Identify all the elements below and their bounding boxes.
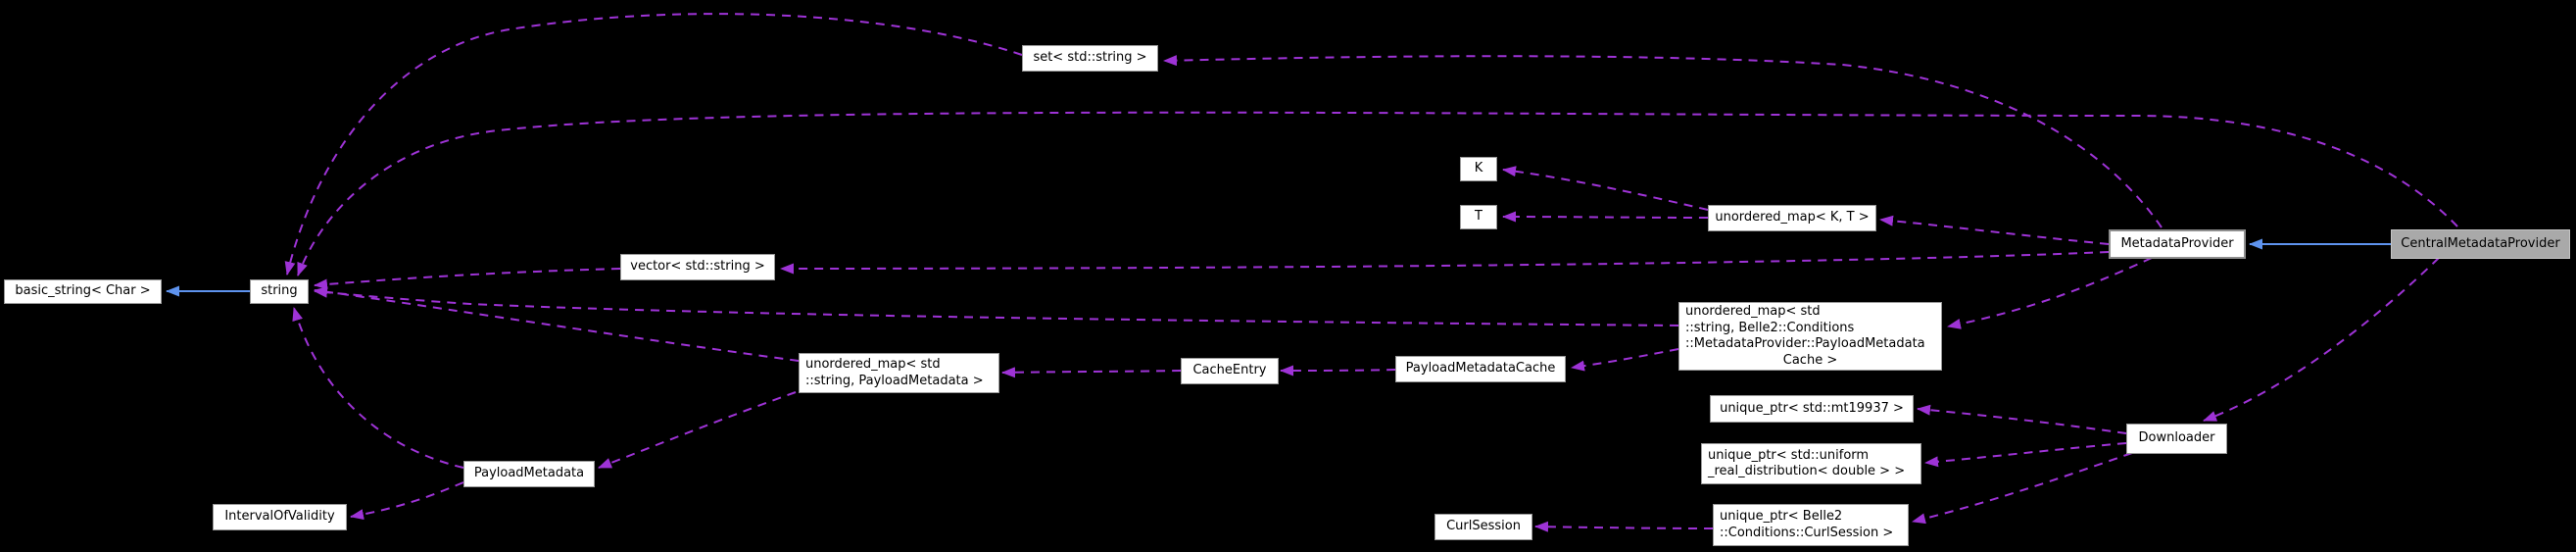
node-vector-std-string: vector< std::string > — [620, 254, 775, 280]
node-downloader[interactable]: Downloader — [2126, 424, 2227, 454]
node-payloadmetadata[interactable]: PayloadMetadata — [463, 461, 595, 487]
edge-payloadmetadata-to-string — [292, 307, 464, 469]
edge-payloadmetadatacache-to-cacheentry — [1280, 365, 1396, 376]
edge-downloader-to-unique-ptr-uniform — [1924, 442, 2127, 468]
node-unordered-map-k-t: unordered_map< K, T > — [1708, 205, 1876, 231]
node-unique-ptr-uniform-real-distribution: unique_ptr< std::uniform _real_distribut… — [1701, 443, 1921, 484]
edge-centralmetadataprovider-to-downloader — [2203, 257, 2440, 422]
node-metadataprovider[interactable]: MetadataProvider — [2109, 229, 2246, 259]
edge-metadataprovider-to-umap-cache — [1947, 257, 2153, 329]
edge-downloader-to-unique-ptr-mt19937 — [1917, 404, 2127, 434]
edge-umap-payload-to-string — [314, 286, 800, 362]
node-centralmetadataprovider: CentralMetadataProvider — [2391, 229, 2570, 259]
edge-metadataprovider-to-set — [1163, 55, 2163, 228]
node-unordered-map-payloadmetadatacache: unordered_map< std ::string, Belle2::Con… — [1678, 302, 1942, 371]
edge-umap-kt-to-t — [1502, 211, 1709, 223]
node-unique-ptr-curlsession: unique_ptr< Belle2 ::Conditions::CurlSes… — [1713, 504, 1909, 546]
edge-downloader-to-unique-ptr-curlsession — [1912, 452, 2133, 525]
edge-metadataprovider-to-umap-kt — [1879, 215, 2110, 245]
node-k: K — [1460, 157, 1497, 181]
node-curlsession[interactable]: CurlSession — [1434, 514, 1532, 540]
edge-metadataprovider-to-vector — [780, 251, 2110, 275]
node-payloadmetadatacache[interactable]: PayloadMetadataCache — [1395, 356, 1566, 382]
node-t: T — [1460, 205, 1497, 229]
edge-set-to-string — [284, 13, 1023, 276]
edge-umap-kt-to-k — [1502, 166, 1709, 211]
edge-umap-cache-to-payloadmetadatacache — [1571, 348, 1679, 372]
node-basic-string-char: basic_string< Char > — [4, 279, 162, 304]
edge-umap-cache-to-string — [314, 286, 1679, 326]
node-intervalofvalidity[interactable]: IntervalOfValidity — [213, 504, 347, 530]
edge-cacheentry-to-umap-payload — [1001, 367, 1182, 378]
node-set-std-string: set< std::string > — [1022, 45, 1158, 72]
edge-payloadmetadata-to-intervalofvalidity — [350, 481, 464, 521]
edge-vector-to-string — [314, 268, 621, 290]
node-unordered-map-payloadmetadata: unordered_map< std ::string, PayloadMeta… — [799, 353, 999, 393]
edge-umap-payload-to-payloadmetadata — [598, 391, 797, 469]
node-unique-ptr-mt19937: unique_ptr< std::mt19937 > — [1710, 395, 1914, 423]
edge-centralmetadataprovider-to-string — [297, 111, 2458, 276]
edge-unique-ptr-curlsession-to-curlsession — [1534, 521, 1714, 532]
node-cacheentry[interactable]: CacheEntry — [1181, 358, 1279, 384]
node-string: string — [250, 279, 309, 304]
